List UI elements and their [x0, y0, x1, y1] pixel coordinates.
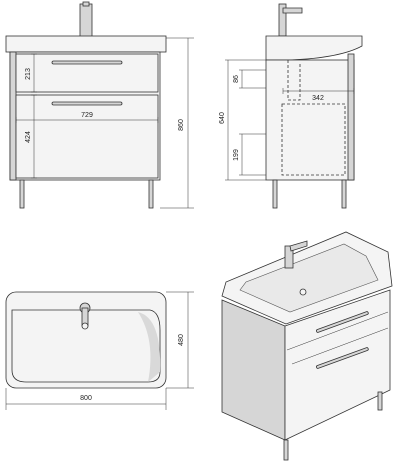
iso-leg-right-icon: [377, 391, 383, 411]
drawer-top-handle-icon: [51, 60, 123, 65]
faucet-icon: [79, 3, 93, 39]
dim-drawer-top-height: 213: [25, 68, 32, 80]
drawer-bottom-handle-icon: [51, 101, 123, 106]
iso-basin-bowl: [239, 243, 379, 313]
side-leg-front-icon: [341, 179, 347, 209]
drawer-hidden-outline: [281, 103, 346, 176]
dim-top-depth: 480: [178, 334, 185, 346]
iso-drawer-split-2: [291, 327, 389, 365]
side-leg-back-icon: [272, 179, 278, 209]
front-view: 213 424 729 860: [5, 1, 194, 209]
iso-faucet-icon: [284, 245, 294, 269]
iso-drawer-bottom-handle-icon: [316, 347, 369, 369]
iso-cabinet-front: [284, 289, 391, 441]
top-drain-icon: [81, 322, 89, 330]
dim-offset-199: 199: [233, 149, 240, 161]
iso-faucet-spout-icon: [289, 240, 308, 252]
top-view: 480 800: [5, 291, 194, 410]
iso-cabinet-side: [221, 299, 286, 441]
iso-drawer-split: [286, 311, 389, 351]
side-cabinet: [265, 59, 355, 181]
dim-top-width: 800: [80, 395, 92, 402]
faucet-cap-icon: [82, 1, 90, 7]
side-view: 86 342 640 199: [219, 3, 363, 209]
siphon-hidden: [287, 60, 301, 101]
drawer-bottom: [15, 94, 159, 179]
top-basin-shadow: [138, 312, 161, 382]
side-front-panel: [347, 53, 355, 181]
dim-depth-342: 342: [312, 95, 324, 102]
leg-left-icon: [19, 179, 25, 209]
top-basin-bowl: [11, 309, 161, 383]
side-faucet-spout-icon: [282, 7, 303, 14]
iso-drawer-top-handle-icon: [316, 311, 369, 333]
basin-front: [5, 35, 167, 53]
leg-right-icon: [148, 179, 154, 209]
dim-height-640: 640: [219, 112, 226, 124]
isometric-view: [221, 231, 393, 461]
drawer-top: [15, 53, 159, 93]
cabinet-side-panel: [9, 51, 17, 181]
iso-leg-front-icon: [283, 439, 289, 461]
dim-drawer-bottom-height: 424: [25, 131, 32, 143]
dim-offset-86: 86: [233, 75, 240, 83]
iso-drain-icon: [299, 288, 307, 296]
dim-total-height: 860: [178, 119, 185, 131]
dim-inner-width: 729: [81, 112, 93, 119]
